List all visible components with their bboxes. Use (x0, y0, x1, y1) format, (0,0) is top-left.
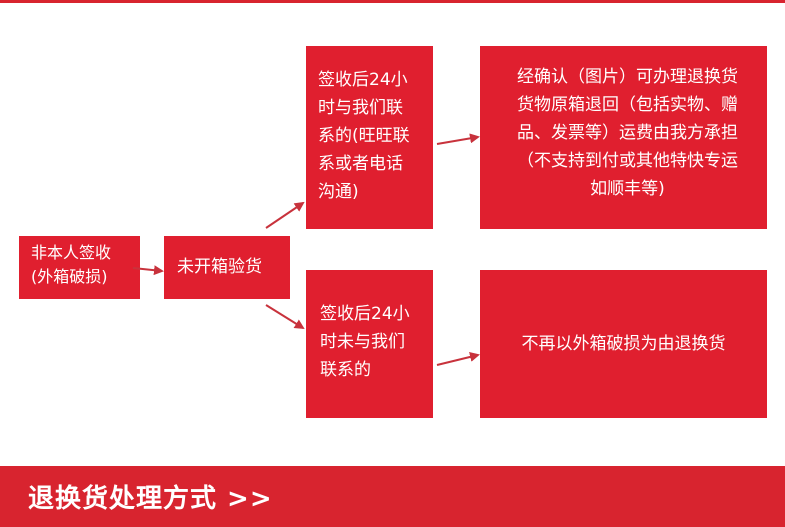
box-no-contact-within-24h: 签收后24小 时未与我们 联系的 (306, 270, 433, 418)
box-line: 时未与我们 (320, 332, 405, 352)
top-border (0, 0, 785, 3)
box-non-recipient-signed: 非本人签收 (外箱破损) (19, 236, 140, 299)
box-line: 签收后24小 (318, 70, 408, 90)
box-line: 未开箱验货 (177, 257, 262, 277)
footer-title: 退换货处理方式 >> (28, 484, 273, 514)
box-contact-within-24h: 签收后24小 时与我们联 系的(旺旺联 系或者电话 沟通) (306, 46, 433, 229)
box-line: （不支持到付或其他特快专运 (517, 151, 738, 171)
box-return-rejected: 不再以外箱破损为由退换货 (480, 270, 767, 418)
box-line: 签收后24小 (320, 304, 410, 324)
box-line: 联系的 (320, 360, 371, 380)
box-not-unpacked: 未开箱验货 (164, 236, 290, 299)
arrow-unopened-to-beyond (265, 304, 305, 330)
box-line: (外箱破损) (31, 267, 108, 286)
box-line: 系或者电话 (318, 154, 403, 174)
box-line: 不再以外箱破损为由退换货 (521, 334, 726, 354)
box-line: 品、发票等）运费由我方承担 (517, 123, 738, 143)
box-line: 经确认（图片）可办理退换货 (517, 67, 738, 87)
arrow-within-to-result (436, 133, 480, 145)
box-line: 沟通) (318, 182, 359, 202)
box-line: 货物原箱退回（包括实物、赠 (517, 95, 738, 115)
box-line: 系的(旺旺联 (318, 126, 410, 146)
arrow-unopened-to-within (265, 201, 305, 229)
arrow-start-to-unopened (132, 265, 164, 276)
box-line: 非本人签收 (31, 243, 112, 262)
arrow-beyond-to-result (436, 352, 480, 366)
footer-banner: 退换货处理方式 >> (0, 466, 785, 527)
box-line: 如顺丰等) (590, 179, 665, 199)
box-return-accepted: 经确认（图片）可办理退换货 货物原箱退回（包括实物、赠 品、发票等）运费由我方承… (480, 46, 767, 229)
box-line: 时与我们联 (318, 98, 403, 118)
